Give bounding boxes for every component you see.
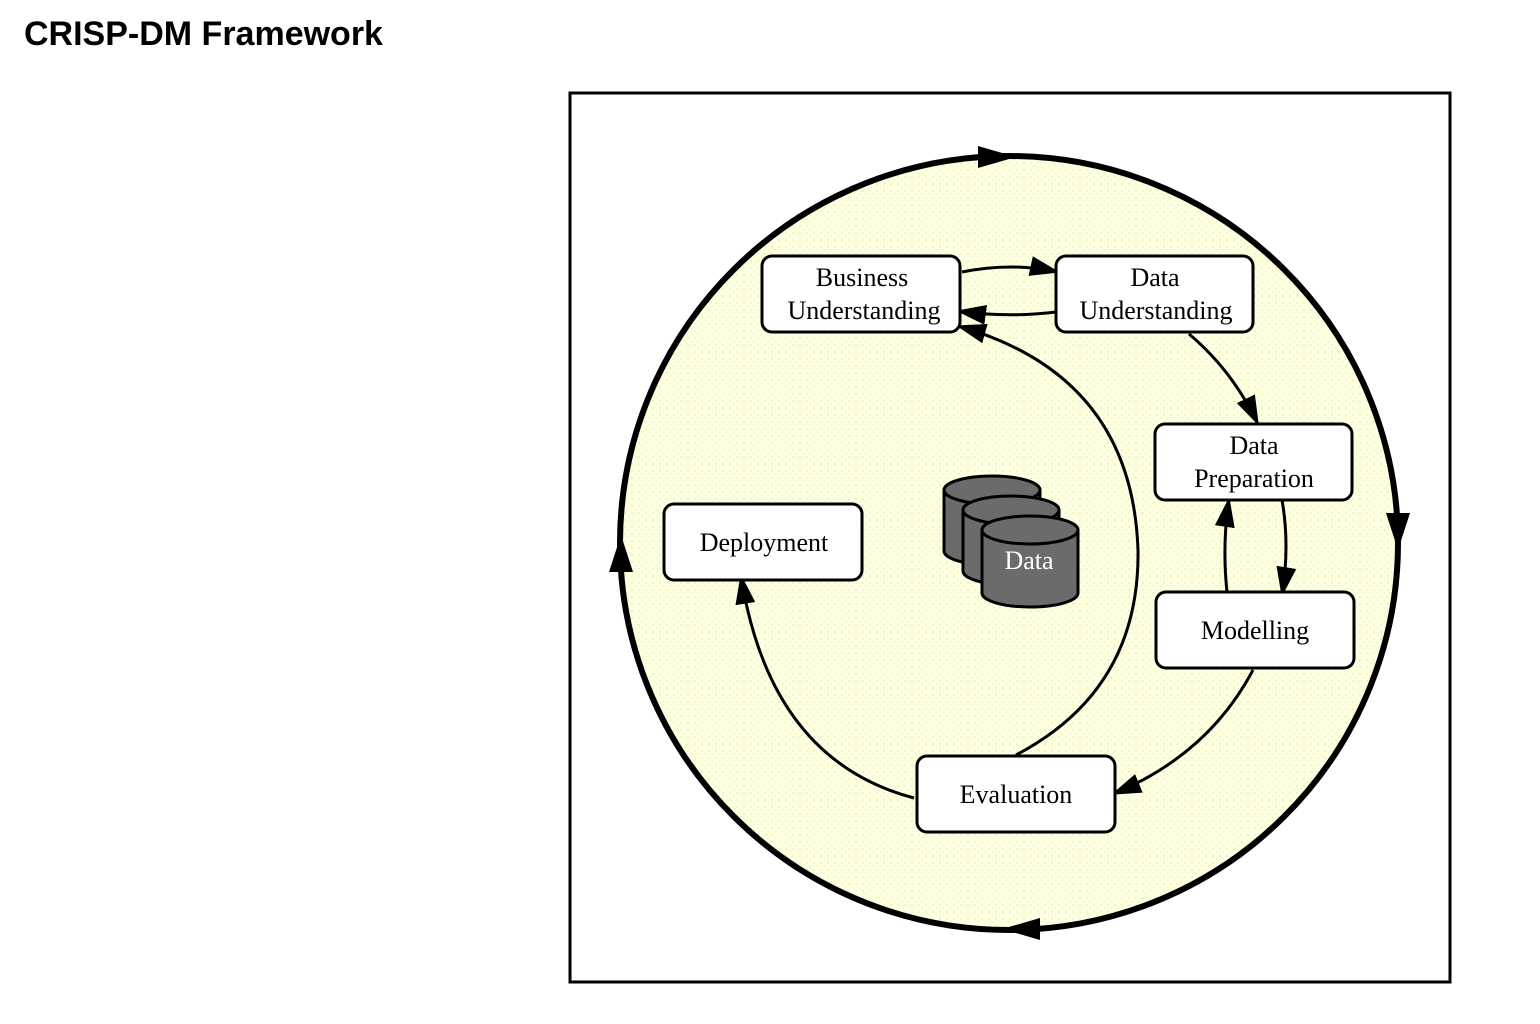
arrow-data-understanding-to-preparation <box>1188 332 1260 426</box>
outer-cycle-arrow-top <box>978 146 1016 168</box>
node-label: Understanding <box>787 296 940 325</box>
arrow-preparation-to-modelling <box>1276 499 1297 597</box>
page-title: CRISP-DM Framework <box>24 15 383 53</box>
arrow-modelling-to-evaluation <box>1111 669 1255 796</box>
arrow-business-to-data-understanding <box>961 256 1060 276</box>
node-evaluation: Evaluation <box>915 754 1117 834</box>
node-label: Data <box>1130 263 1180 292</box>
node-label: Modelling <box>1201 616 1309 645</box>
node-label: Understanding <box>1079 296 1232 325</box>
arrow-data-understanding-to-business <box>956 304 1057 325</box>
node-label: Evaluation <box>960 780 1073 809</box>
node-deployment: Deployment <box>662 502 864 582</box>
node-label: Business <box>816 263 908 292</box>
arrow-evaluation-to-deployment <box>735 574 915 800</box>
node-label: Preparation <box>1194 464 1314 493</box>
node-business-understanding: Business Understanding <box>760 254 962 334</box>
outer-cycle-arrow-left <box>609 535 633 572</box>
arrow-evaluation-to-business <box>956 323 1140 757</box>
node-data-understanding: Data Understanding <box>1054 254 1255 334</box>
node-label: Deployment <box>700 528 829 557</box>
database-icon: Data <box>942 474 1080 609</box>
outer-cycle-arrow-right <box>1386 513 1410 550</box>
node-label: Data <box>1229 431 1279 460</box>
arrow-modelling-to-preparation <box>1214 497 1235 593</box>
node-data-preparation: Data Preparation <box>1153 422 1354 502</box>
database-label: Data <box>1004 546 1054 575</box>
outer-cycle-arrow-bottom <box>1002 918 1040 940</box>
node-modelling: Modelling <box>1154 590 1356 670</box>
